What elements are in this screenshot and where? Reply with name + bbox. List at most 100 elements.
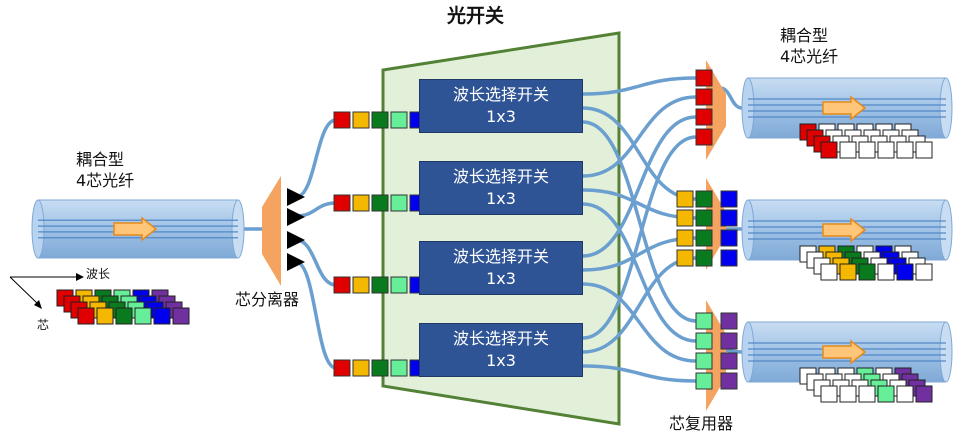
mux3-port-purple-3: [720, 352, 738, 370]
mux2-port-blue-1: [720, 190, 738, 208]
output2-spectrum-core4-ch6: [915, 263, 933, 281]
mux2-port-blue-2: [720, 209, 738, 227]
wss4-input-channel-4: [390, 359, 408, 377]
output3-spectrum-core4-ch3: [858, 385, 876, 403]
separator-port-2: [287, 208, 305, 226]
output3-spectrum-core4-ch4: [877, 385, 895, 403]
wss4-out3-line: [581, 364, 698, 383]
mux2-port-green-1: [695, 190, 713, 208]
wss3-input-channel-2: [352, 276, 370, 294]
right-fiber-3-left-end: [741, 321, 755, 383]
input-spectrum-core4-ch5: [153, 307, 171, 325]
separator-to-wss-line-4: [294, 260, 338, 370]
mux1-port-2: [695, 88, 713, 106]
input-spectrum-core4-ch6: [172, 307, 190, 325]
wss-block-2-name: 波长选择开关: [452, 167, 549, 186]
mux1-port-3: [695, 108, 713, 126]
mux2-port-yellow-1: [676, 190, 694, 208]
wss3-input-channel-1: [333, 276, 351, 294]
output2-spectrum-core4-ch3: [858, 263, 876, 281]
output1-spectrum-core4-ch1: [820, 141, 838, 159]
output1-spectrum-core4-ch5: [896, 141, 914, 159]
wss-block-2-ports: 1x3: [486, 189, 516, 208]
output3-spectrum-core4-ch2: [839, 385, 857, 403]
wss3-out1-line: [581, 115, 698, 258]
mux2-port-green-4: [695, 249, 713, 267]
output2-spectrum-core4-ch4: [877, 263, 895, 281]
core-multiplexer-label: 芯复用器: [669, 414, 734, 433]
wss-block-4-name: 波长选择开关: [452, 329, 549, 348]
right-fiber-2-left-end: [741, 199, 755, 261]
output1-spectrum-core4-ch3: [858, 141, 876, 159]
wavelength-axis-arrowhead: [76, 273, 84, 281]
wss-block-3-ports: 1x3: [486, 269, 516, 288]
wss2-out3-line: [581, 202, 698, 343]
wss-block-1-ports: 1x3: [486, 107, 516, 126]
axis-core-label: 芯: [37, 318, 50, 332]
left-fiber-right-end: [231, 199, 245, 259]
right-fiber-3-direction-arrow: [822, 339, 867, 365]
wss-block-4-ports: 1x3: [486, 351, 516, 370]
wss-block-4: 波长选择开关 1x3: [419, 323, 583, 377]
wss1-out1-line: [581, 76, 698, 96]
mux2-port-yellow-3: [676, 229, 694, 247]
input-spectrum-core4-ch4: [134, 307, 152, 325]
right-fiber-2-direction-arrow: [822, 217, 867, 243]
wss2-input-channel-1: [333, 194, 351, 212]
wss-block-2: 波长选择开关 1x3: [419, 161, 583, 215]
right-fiber-1-direction-arrow: [822, 95, 867, 121]
wss1-input-channel-1: [333, 111, 351, 129]
wss4-input-channel-2: [352, 359, 370, 377]
output2-spectrum-core4-ch1: [820, 263, 838, 281]
wss4-input-channel-3: [371, 359, 389, 377]
wss3-input-channel-3: [371, 276, 389, 294]
right-fiber-2-right-end: [939, 199, 953, 261]
output3-spectrum-core4-ch5: [896, 385, 914, 403]
left-fiber-left-end: [31, 199, 45, 259]
mux3-port-lightgreen-4: [695, 372, 713, 390]
wss2-input-channel-3: [371, 194, 389, 212]
right-fiber-1-left-end: [741, 77, 755, 139]
separator-port-3: [287, 231, 305, 249]
separator-to-wss-line-2: [294, 201, 338, 218]
wss3-out3-line: [581, 282, 698, 363]
axis-wavelength-label: 波长: [86, 267, 111, 281]
mux2-port-yellow-4: [676, 249, 694, 267]
right-fiber-label-line1: 耦合型: [780, 26, 829, 45]
wss4-input-channel-1: [333, 359, 351, 377]
mux3-port-lightgreen-1: [695, 312, 713, 330]
mux2-port-blue-4: [720, 249, 738, 267]
mux2-port-yellow-2: [676, 209, 694, 227]
wss1-out3-line: [581, 120, 698, 323]
wss1-input-channel-2: [352, 111, 370, 129]
right-fiber-2: [741, 199, 953, 261]
left-fiber-label-line2: 4芯光纤: [76, 171, 135, 190]
mux3-port-lightgreen-2: [695, 332, 713, 350]
mux3-port-lightgreen-3: [695, 352, 713, 370]
output3-spectrum-core4-ch6: [915, 385, 933, 403]
core-axis-arrowhead: [34, 300, 42, 309]
input-spectrum-core4-ch1: [77, 307, 95, 325]
core-separator-body: [262, 176, 281, 286]
mux3-port-purple-1: [720, 312, 738, 330]
mux3-port-purple-4: [720, 372, 738, 390]
wss-block-3-name: 波长选择开关: [452, 247, 549, 266]
wss-block-1: 波长选择开关 1x3: [419, 79, 583, 133]
core-axis-line: [9, 276, 39, 305]
optical-switch-title: 光开关: [447, 5, 505, 27]
wss2-input-channel-2: [352, 194, 370, 212]
output1-spectrum-core4-ch2: [839, 141, 857, 159]
mux2-port-green-3: [695, 229, 713, 247]
output2-spectrum-core4-ch5: [896, 263, 914, 281]
right-fiber-1-right-end: [939, 77, 953, 139]
wss2-input-channel-4: [390, 194, 408, 212]
separator-to-wss-line-1: [294, 118, 338, 199]
output1-spectrum-core4-ch6: [915, 141, 933, 159]
mux1-port-1: [695, 69, 713, 87]
wss-block-3: 波长选择开关 1x3: [419, 241, 583, 295]
separator-port-1: [287, 188, 305, 206]
right-fiber-3-right-end: [939, 321, 953, 383]
wss2-out1-line: [581, 95, 698, 178]
mux2-port-green-2: [695, 209, 713, 227]
